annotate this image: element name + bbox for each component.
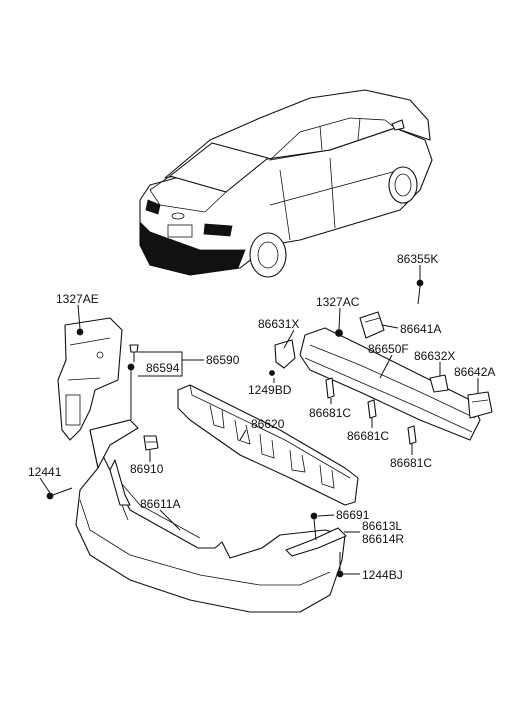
bracket-86632X-part xyxy=(429,374,449,393)
label-86691: 86691 xyxy=(336,508,370,522)
clip-86681C-parts xyxy=(325,377,417,445)
label-12441: 12441 xyxy=(28,465,62,479)
label-86613L: 86613L xyxy=(362,519,402,533)
label-86620: 86620 xyxy=(251,417,285,431)
label-86611A: 86611A xyxy=(140,497,180,511)
bolt-86355K-part xyxy=(416,279,424,305)
label-86681C-3: 86681C xyxy=(390,456,432,470)
label-86642A: 86642A xyxy=(454,365,495,379)
label-86641A: 86641A xyxy=(400,322,441,336)
bumper-beam-part xyxy=(299,327,481,441)
leader-lines xyxy=(39,265,479,575)
energy-absorber-part xyxy=(177,384,359,506)
screw-12441-part xyxy=(46,487,73,500)
label-86594: 86594 xyxy=(146,361,180,375)
label-86614R: 86614R xyxy=(362,532,404,546)
side-bracket-part xyxy=(57,317,123,441)
label-86681C-2: 86681C xyxy=(347,429,389,443)
car-illustration xyxy=(139,89,433,278)
label-1249BD: 1249BD xyxy=(248,383,292,397)
label-1327AC: 1327AC xyxy=(316,295,360,309)
label-86355K: 86355K xyxy=(397,252,438,266)
label-86910: 86910 xyxy=(130,462,164,476)
label-86631X: 86631X xyxy=(258,317,299,331)
label-86650F: 86650F xyxy=(368,342,409,356)
bracket-86631X-part xyxy=(269,339,296,376)
label-86632X: 86632X xyxy=(414,349,455,363)
label-86681C-1: 86681C xyxy=(309,406,351,420)
lower-bracket-part xyxy=(285,512,347,578)
label-1244BJ: 1244BJ xyxy=(362,568,403,582)
part-number-labels: 86355K 1327AE 1327AC 86641A 86631X 86590… xyxy=(28,252,495,582)
fastener-86590-part xyxy=(127,344,139,420)
beam-bracket-86641A-part xyxy=(359,311,385,339)
clip-86910-part xyxy=(143,435,159,451)
label-86590: 86590 xyxy=(206,353,240,367)
beam-bracket-86642A-part xyxy=(467,391,493,419)
bumper-side-bracket-part xyxy=(89,419,139,506)
label-1327AE: 1327AE xyxy=(56,292,99,306)
